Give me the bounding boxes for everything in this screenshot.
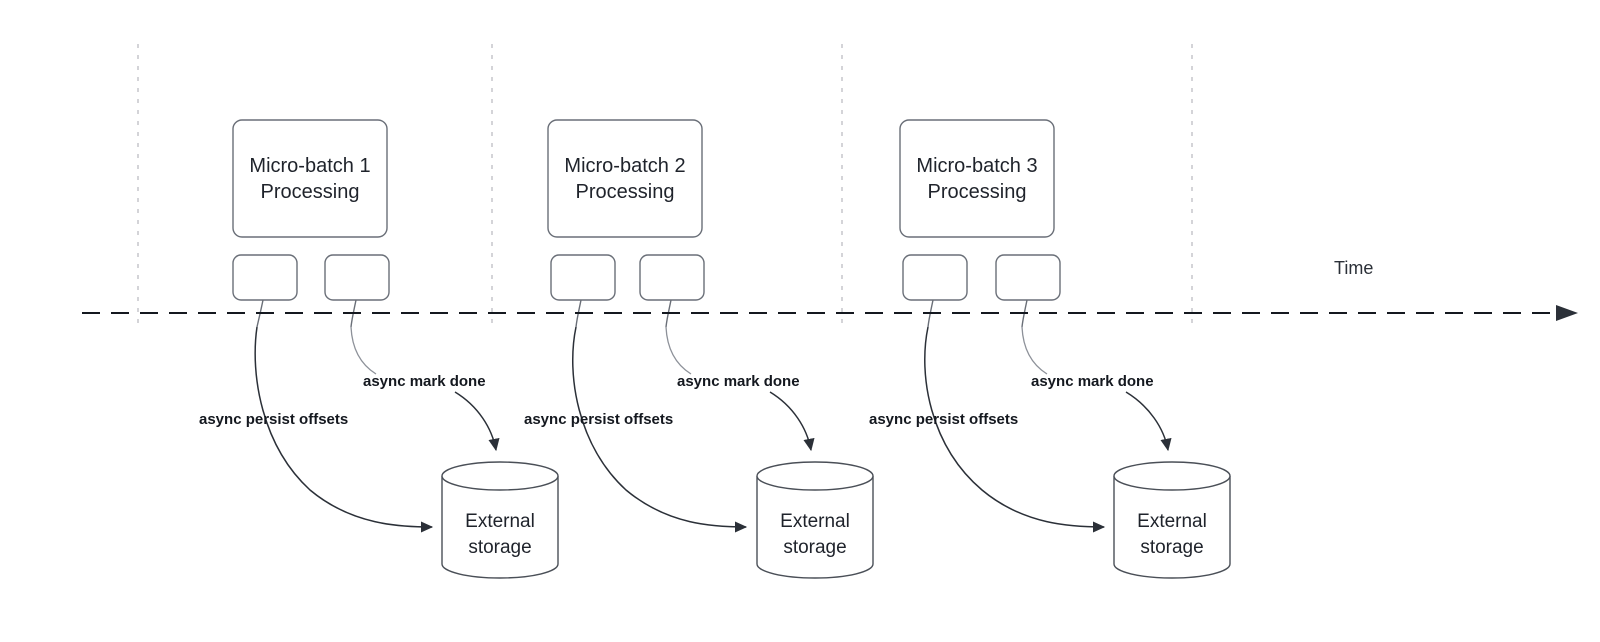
async-mark-done-edge-3-lower: [1125, 391, 1172, 452]
async-mark-done-edge-1-upper: [350, 326, 377, 375]
micro-batch-group-1: Micro-batch 1 Processing async persist o…: [199, 119, 559, 579]
async-mark-done-edge-1-lower: [454, 391, 500, 452]
time-axis-arrowhead: [1556, 305, 1578, 321]
micro-batch-2-processing-label-line1: Micro-batch 2: [564, 155, 685, 177]
micro-batch-1-processing-label-line2: Processing: [261, 181, 360, 203]
micro-batch-2-processing-label-line2: Processing: [576, 181, 675, 203]
micro-batch-2-task-right[interactable]: [639, 254, 705, 301]
async-persist-offsets-edge-1: [254, 326, 434, 533]
external-storage-1-label-line2: storage: [468, 537, 531, 558]
async-mark-done-label-3: async mark done: [1031, 373, 1154, 390]
external-storage-2-label-line2: storage: [783, 537, 846, 558]
async-mark-done-label-2: async mark done: [677, 373, 800, 390]
external-storage-2-top: [756, 461, 874, 491]
external-storage-1-body: [441, 476, 559, 579]
async-persist-offsets-edge-2: [571, 326, 748, 533]
external-storage-3[interactable]: External storage: [1113, 461, 1231, 579]
external-storage-3-body: [1113, 476, 1231, 579]
micro-batch-1-processing-box[interactable]: [232, 119, 388, 238]
micro-batch-2-processing-box[interactable]: [547, 119, 703, 238]
external-storage-1-label-line1: External: [465, 511, 535, 532]
micro-batch-2-task-left[interactable]: [550, 254, 616, 301]
micro-batch-3-processing-box[interactable]: [899, 119, 1055, 238]
async-mark-done-label-1: async mark done: [363, 373, 486, 390]
async-mark-done-edge-2-lower: [769, 391, 815, 452]
async-persist-offsets-label-3: async persist offsets: [869, 411, 1018, 428]
micro-batch-1-task-right[interactable]: [324, 254, 390, 301]
micro-batch-3-task-left[interactable]: [902, 254, 968, 301]
time-axis: Time: [82, 258, 1578, 321]
micro-batch-3-processing-label-line2: Processing: [928, 181, 1027, 203]
external-storage-2-body: [756, 476, 874, 579]
async-persist-offsets-edge-3: [924, 326, 1106, 533]
external-storage-2[interactable]: External storage: [756, 461, 874, 579]
micro-batch-3-processing-label-line1: Micro-batch 3: [916, 155, 1037, 177]
external-storage-3-label-line2: storage: [1140, 537, 1203, 558]
micro-batch-group-3: Micro-batch 3 Processing async persist o…: [869, 119, 1231, 579]
timeline-separators: [137, 44, 1193, 330]
async-persist-offsets-label-1: async persist offsets: [199, 411, 348, 428]
async-mark-done-edge-2-upper: [665, 326, 692, 375]
async-mark-done-edge-3-upper: [1021, 326, 1048, 375]
micro-batch-1-task-left[interactable]: [232, 254, 298, 301]
external-storage-1[interactable]: External storage: [441, 461, 559, 579]
external-storage-2-label-line1: External: [780, 511, 850, 532]
external-storage-1-top: [441, 461, 559, 491]
micro-batch-3-task-right[interactable]: [995, 254, 1061, 301]
external-storage-3-top: [1113, 461, 1231, 491]
micro-batch-1-processing-label-line1: Micro-batch 1: [249, 155, 370, 177]
micro-batch-group-2: Micro-batch 2 Processing async persist o…: [524, 119, 874, 579]
external-storage-3-label-line1: External: [1137, 511, 1207, 532]
async-persist-offsets-label-2: async persist offsets: [524, 411, 673, 428]
time-axis-label: Time: [1334, 258, 1373, 278]
